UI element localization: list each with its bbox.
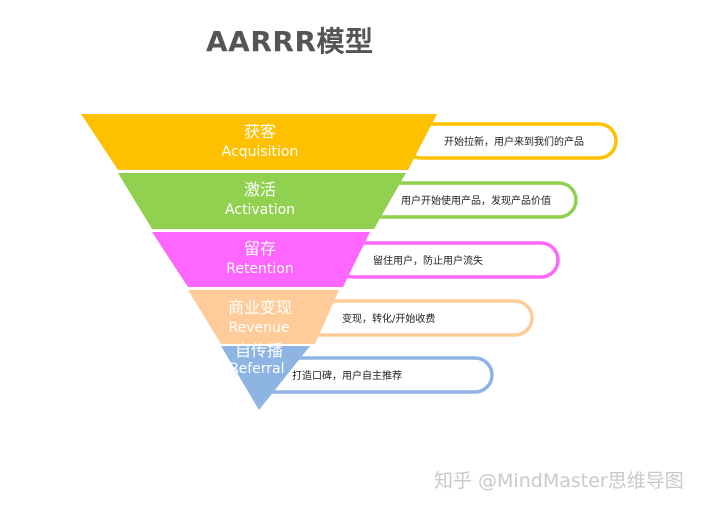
watermark: 知乎 @MindMaster思维导图 [434, 470, 684, 492]
description-text: 打造口碑，用户自主推荐 [292, 369, 402, 382]
band-label-en: Revenue [229, 320, 290, 336]
band-label-en: Retention [226, 261, 294, 277]
description-text: 变现，转化/开始收费 [342, 312, 435, 325]
funnel-band-retention: 留存 Retention [152, 232, 370, 287]
band-label-cn: 获客 [244, 122, 276, 141]
funnel-band-activation: 激活 Activation [118, 173, 406, 229]
band-label-cn: 留存 [244, 239, 276, 258]
band-label-en: Activation [225, 202, 295, 218]
band-label-cn: 商业变现 [228, 298, 292, 317]
description-text: 开始拉新，用户来到我们的产品 [444, 135, 584, 148]
band-label-en: Referral [230, 361, 285, 377]
diagram-title: AARRR模型 [206, 25, 374, 58]
band-label-en: Acquisition [222, 144, 299, 160]
stage-revenue-description: 变现，转化/开始收费 [298, 299, 534, 337]
funnel-band-acquisition: 获客 Acquisition [81, 114, 437, 170]
description-text: 留住用户，防止用户流失 [373, 254, 483, 267]
stage-acquisition-description: 开始拉新，用户来到我们的产品 [402, 122, 618, 160]
stage-retention-description: 留住用户，防止用户流失 [334, 241, 560, 279]
funnel-band-revenue: 商业变现 Revenue [188, 290, 339, 344]
stage-referral-description: 打造口碑，用户自主推荐 [254, 356, 494, 394]
funnel-band-referral: 自传播 Referral [221, 341, 310, 410]
band-label-cn: 激活 [244, 180, 276, 199]
band-label-cn: 自传播 [235, 341, 283, 360]
stage-activation-description: 用户开始使用产品，发现产品价值 [364, 181, 578, 219]
description-text: 用户开始使用产品，发现产品价值 [401, 194, 551, 207]
